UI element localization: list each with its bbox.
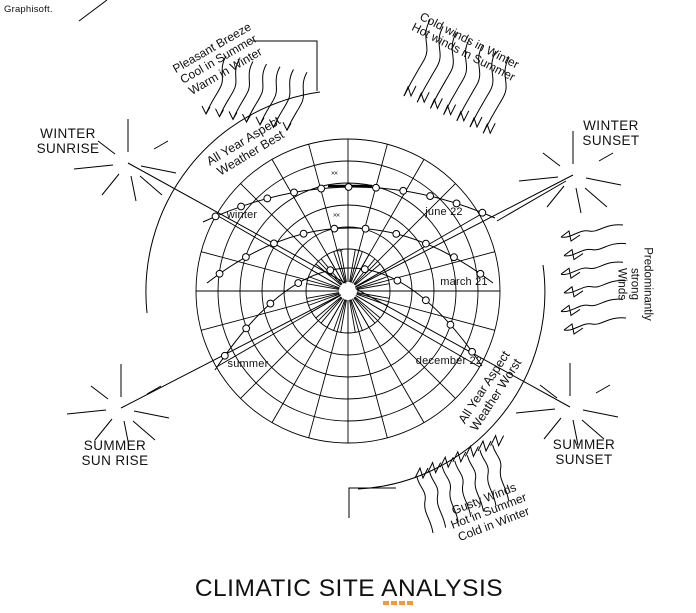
- summer-sunset-line2: SUNSET: [555, 452, 613, 467]
- predominant-line3: Winds: [615, 268, 628, 300]
- predominant-winds-annotation: Predominantly strong Winds: [615, 247, 654, 321]
- title-underline-marks: [383, 601, 413, 605]
- sunburst-stars: [66, 119, 622, 447]
- noon-mark-december: ××: [335, 247, 343, 255]
- top-bracket: [252, 40, 318, 91]
- page-title: CLIMATIC SITE ANALYSIS: [194, 575, 504, 602]
- aspect-best-arc: [145, 91, 321, 314]
- march21-label: march 21: [440, 275, 488, 288]
- june22-label: june 22: [425, 205, 463, 218]
- noon-mark-june: ××: [330, 170, 338, 178]
- chart-center-hole: [340, 283, 356, 299]
- summer-season-label: summer: [227, 357, 269, 370]
- aspect-worst-arc: [357, 264, 546, 490]
- summer-sunset-line1: SUMMER: [552, 436, 616, 452]
- radial-grid: [195, 138, 501, 444]
- sun-path-march21: [206, 227, 494, 284]
- bottom-bracket: [348, 487, 396, 518]
- winter-sunset-label: WINTER SUNSET: [582, 118, 639, 148]
- orange-dash: [391, 601, 397, 605]
- orange-dash: [383, 601, 389, 605]
- winter-sunset-line2: SUNSET: [582, 133, 640, 148]
- winter-season-label: winter: [226, 208, 258, 221]
- noon-mark-march: ××: [332, 212, 340, 220]
- sun-hour-markers: [211, 183, 487, 360]
- december22-label: december 22: [415, 354, 483, 367]
- sun-path-december22: [214, 267, 483, 371]
- predominant-line2: strong: [628, 268, 641, 300]
- winter-sunset-line1: WINTER: [583, 117, 639, 133]
- summer-sunset-label: SUMMER SUNSET: [553, 437, 615, 467]
- winter-sunrise-line1: WINTER: [40, 125, 96, 141]
- wind-arrows: [201, 19, 627, 534]
- summer-sunrise-label: SUMMER SUN RISE: [82, 438, 149, 468]
- winter-sunrise-label: WINTER SUNRISE: [37, 126, 100, 156]
- orange-dash: [399, 601, 405, 605]
- logo-fragment-line: [78, 0, 108, 22]
- orange-dash: [407, 601, 413, 605]
- winter-sunrise-line2: SUNRISE: [36, 141, 100, 156]
- predominant-line1: Predominantly: [641, 247, 654, 321]
- winter-sunset-leader-line: [496, 180, 567, 222]
- summer-sunrise-line2: SUN RISE: [81, 453, 149, 468]
- summer-sunrise-line1: SUMMER: [83, 437, 147, 453]
- graphisoft-logo: Graphisoft.: [4, 4, 53, 15]
